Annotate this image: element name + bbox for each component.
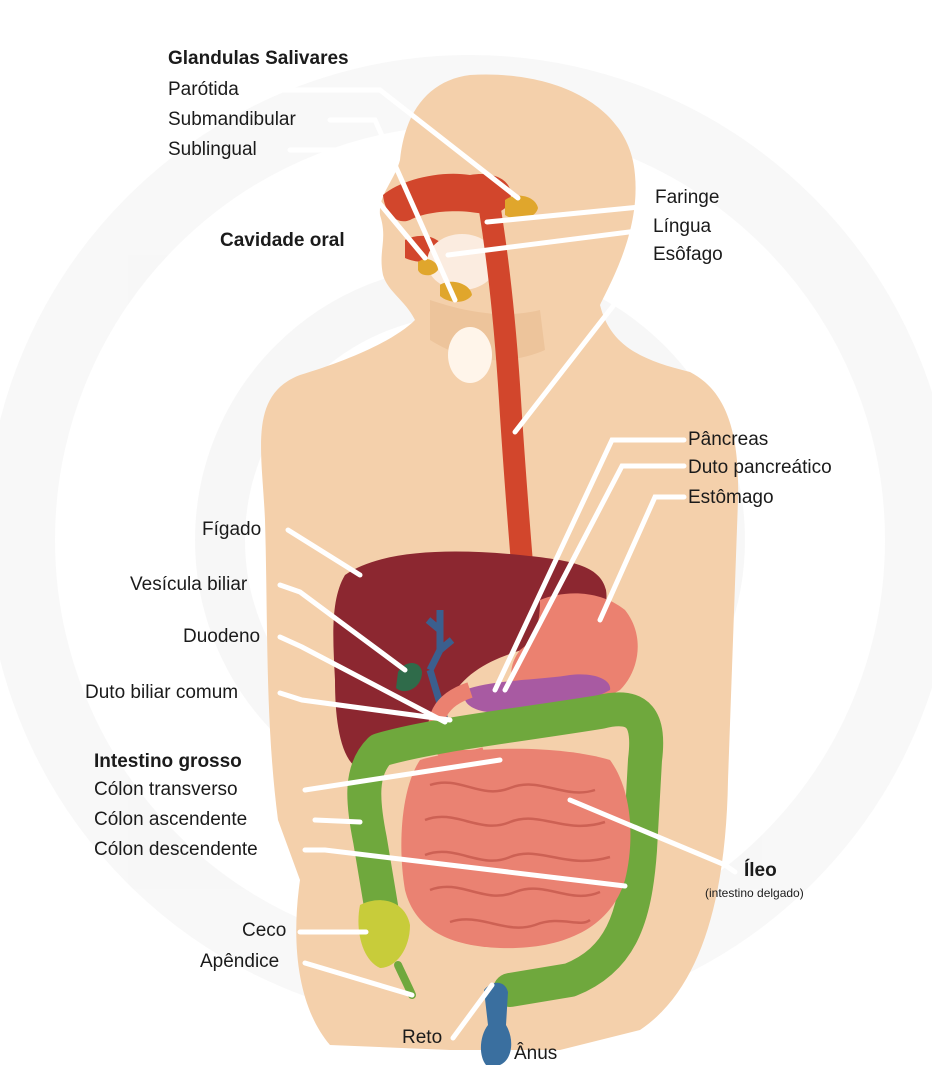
label-estomago: Estômago [688, 487, 774, 509]
label-duodeno: Duodeno [183, 626, 260, 648]
label-sublingual: Sublingual [168, 139, 257, 161]
label-colon-transverso: Cólon transverso [94, 779, 238, 801]
label-glandulas-salivares: Glandulas Salivares [168, 48, 349, 70]
throat-highlight [448, 327, 492, 383]
label-submandibular: Submandibular [168, 109, 296, 131]
label-ileo: Íleo [744, 860, 777, 882]
label-duto-biliar-comum: Duto biliar comum [85, 682, 238, 704]
label-colon-descendente: Cólon descendente [94, 839, 258, 861]
label-colon-ascendente: Cólon ascendente [94, 809, 247, 831]
label-parotida: Parótida [168, 79, 239, 101]
label-ceco: Ceco [242, 920, 286, 942]
label-esofago: Esôfago [653, 244, 723, 266]
label-cavidade-oral: Cavidade oral [220, 230, 345, 252]
label-apendice: Apêndice [200, 951, 279, 973]
label-faringe: Faringe [655, 187, 719, 209]
label-anus: Ânus [514, 1043, 557, 1065]
small-intestine [401, 749, 630, 948]
label-intestino-grosso: Intestino grosso [94, 751, 242, 773]
label-intestino-delgado: (intestino delgado) [705, 886, 804, 900]
label-lingua: Língua [653, 216, 711, 238]
label-vesicula-biliar: Vesícula biliar [130, 574, 247, 596]
label-figado: Fígado [202, 519, 261, 541]
label-reto: Reto [402, 1027, 442, 1049]
label-duto-pancreatico: Duto pancreático [688, 457, 832, 479]
label-pancreas: Pâncreas [688, 429, 768, 451]
